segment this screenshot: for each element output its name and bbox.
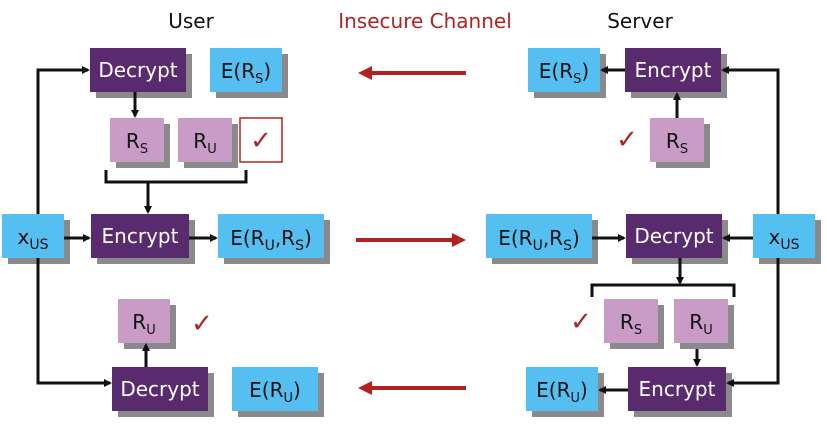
- user-ru-box: RU: [178, 118, 238, 168]
- svg-text:RU: RU: [132, 310, 155, 338]
- user-decrypt-bottom-box: Decrypt: [112, 367, 214, 417]
- server-rs-box: RS: [650, 118, 710, 168]
- server-header: Server: [607, 9, 673, 33]
- user-decrypt-top-box: Decrypt: [90, 48, 192, 98]
- user-check-box: ✓: [239, 117, 283, 163]
- connector: [590, 283, 736, 297]
- svg-text:Decrypt: Decrypt: [634, 224, 713, 248]
- server-rs-result-box: RS: [604, 299, 664, 349]
- server-encrypt-bottom-box: Encrypt: [628, 367, 732, 417]
- svg-text:Encrypt: Encrypt: [639, 377, 716, 401]
- user-encrypted-ru-box: E(RU): [232, 367, 324, 417]
- user-rs-box: RS: [110, 118, 170, 168]
- svg-text:RS: RS: [620, 310, 642, 338]
- svg-text:Encrypt: Encrypt: [102, 224, 179, 248]
- user-encrypt-middle-box: Encrypt: [91, 214, 195, 264]
- insecure-channel-header: Insecure Channel: [338, 9, 512, 33]
- check-icon: ✓: [191, 309, 213, 339]
- svg-text:RS: RS: [126, 129, 148, 157]
- svg-text:xUS: xUS: [18, 225, 49, 253]
- svg-text:Decrypt: Decrypt: [120, 377, 199, 401]
- check-icon: ✓: [570, 307, 592, 337]
- server-encrypted-rs-box: E(RS): [528, 48, 606, 98]
- server-decrypt-middle-box: Decrypt: [626, 214, 728, 264]
- svg-text:Encrypt: Encrypt: [635, 58, 712, 82]
- connector: [36, 66, 90, 214]
- svg-text:E(RU,RS): E(RU,RS): [498, 226, 580, 254]
- svg-text:Decrypt: Decrypt: [98, 58, 177, 82]
- connector: [726, 258, 780, 387]
- server-ru-result-box: RU: [674, 299, 734, 349]
- server-encrypt-top-box: Encrypt: [625, 48, 727, 98]
- svg-text:E(RU,RS): E(RU,RS): [230, 226, 312, 254]
- connector: [104, 170, 248, 184]
- user-ru-result-box: RU: [118, 299, 176, 349]
- connector: [36, 258, 112, 387]
- svg-text:E(RU): E(RU): [536, 378, 588, 406]
- server-encrypted-ru-rs-box: E(RU,RS): [486, 214, 598, 264]
- svg-text:E(RS): E(RS): [221, 59, 271, 87]
- server-encrypted-ru-box: E(RU): [526, 367, 604, 417]
- user-xus-box: xUS: [2, 214, 70, 264]
- svg-text:RU: RU: [689, 310, 712, 338]
- svg-text:RS: RS: [666, 129, 688, 157]
- server-xus-box: xUS: [753, 214, 821, 264]
- svg-text:xUS: xUS: [769, 225, 800, 253]
- check-icon: ✓: [616, 125, 638, 155]
- svg-text:E(RU): E(RU): [249, 378, 301, 406]
- connector: [721, 66, 780, 214]
- user-encrypted-ru-rs-box: E(RU,RS): [218, 214, 330, 264]
- svg-text:E(RS): E(RS): [539, 59, 589, 87]
- user-encrypted-rs-box: E(RS): [210, 48, 288, 98]
- check-icon: ✓: [250, 126, 272, 156]
- svg-text:RU: RU: [193, 129, 216, 157]
- user-header: User: [168, 9, 214, 33]
